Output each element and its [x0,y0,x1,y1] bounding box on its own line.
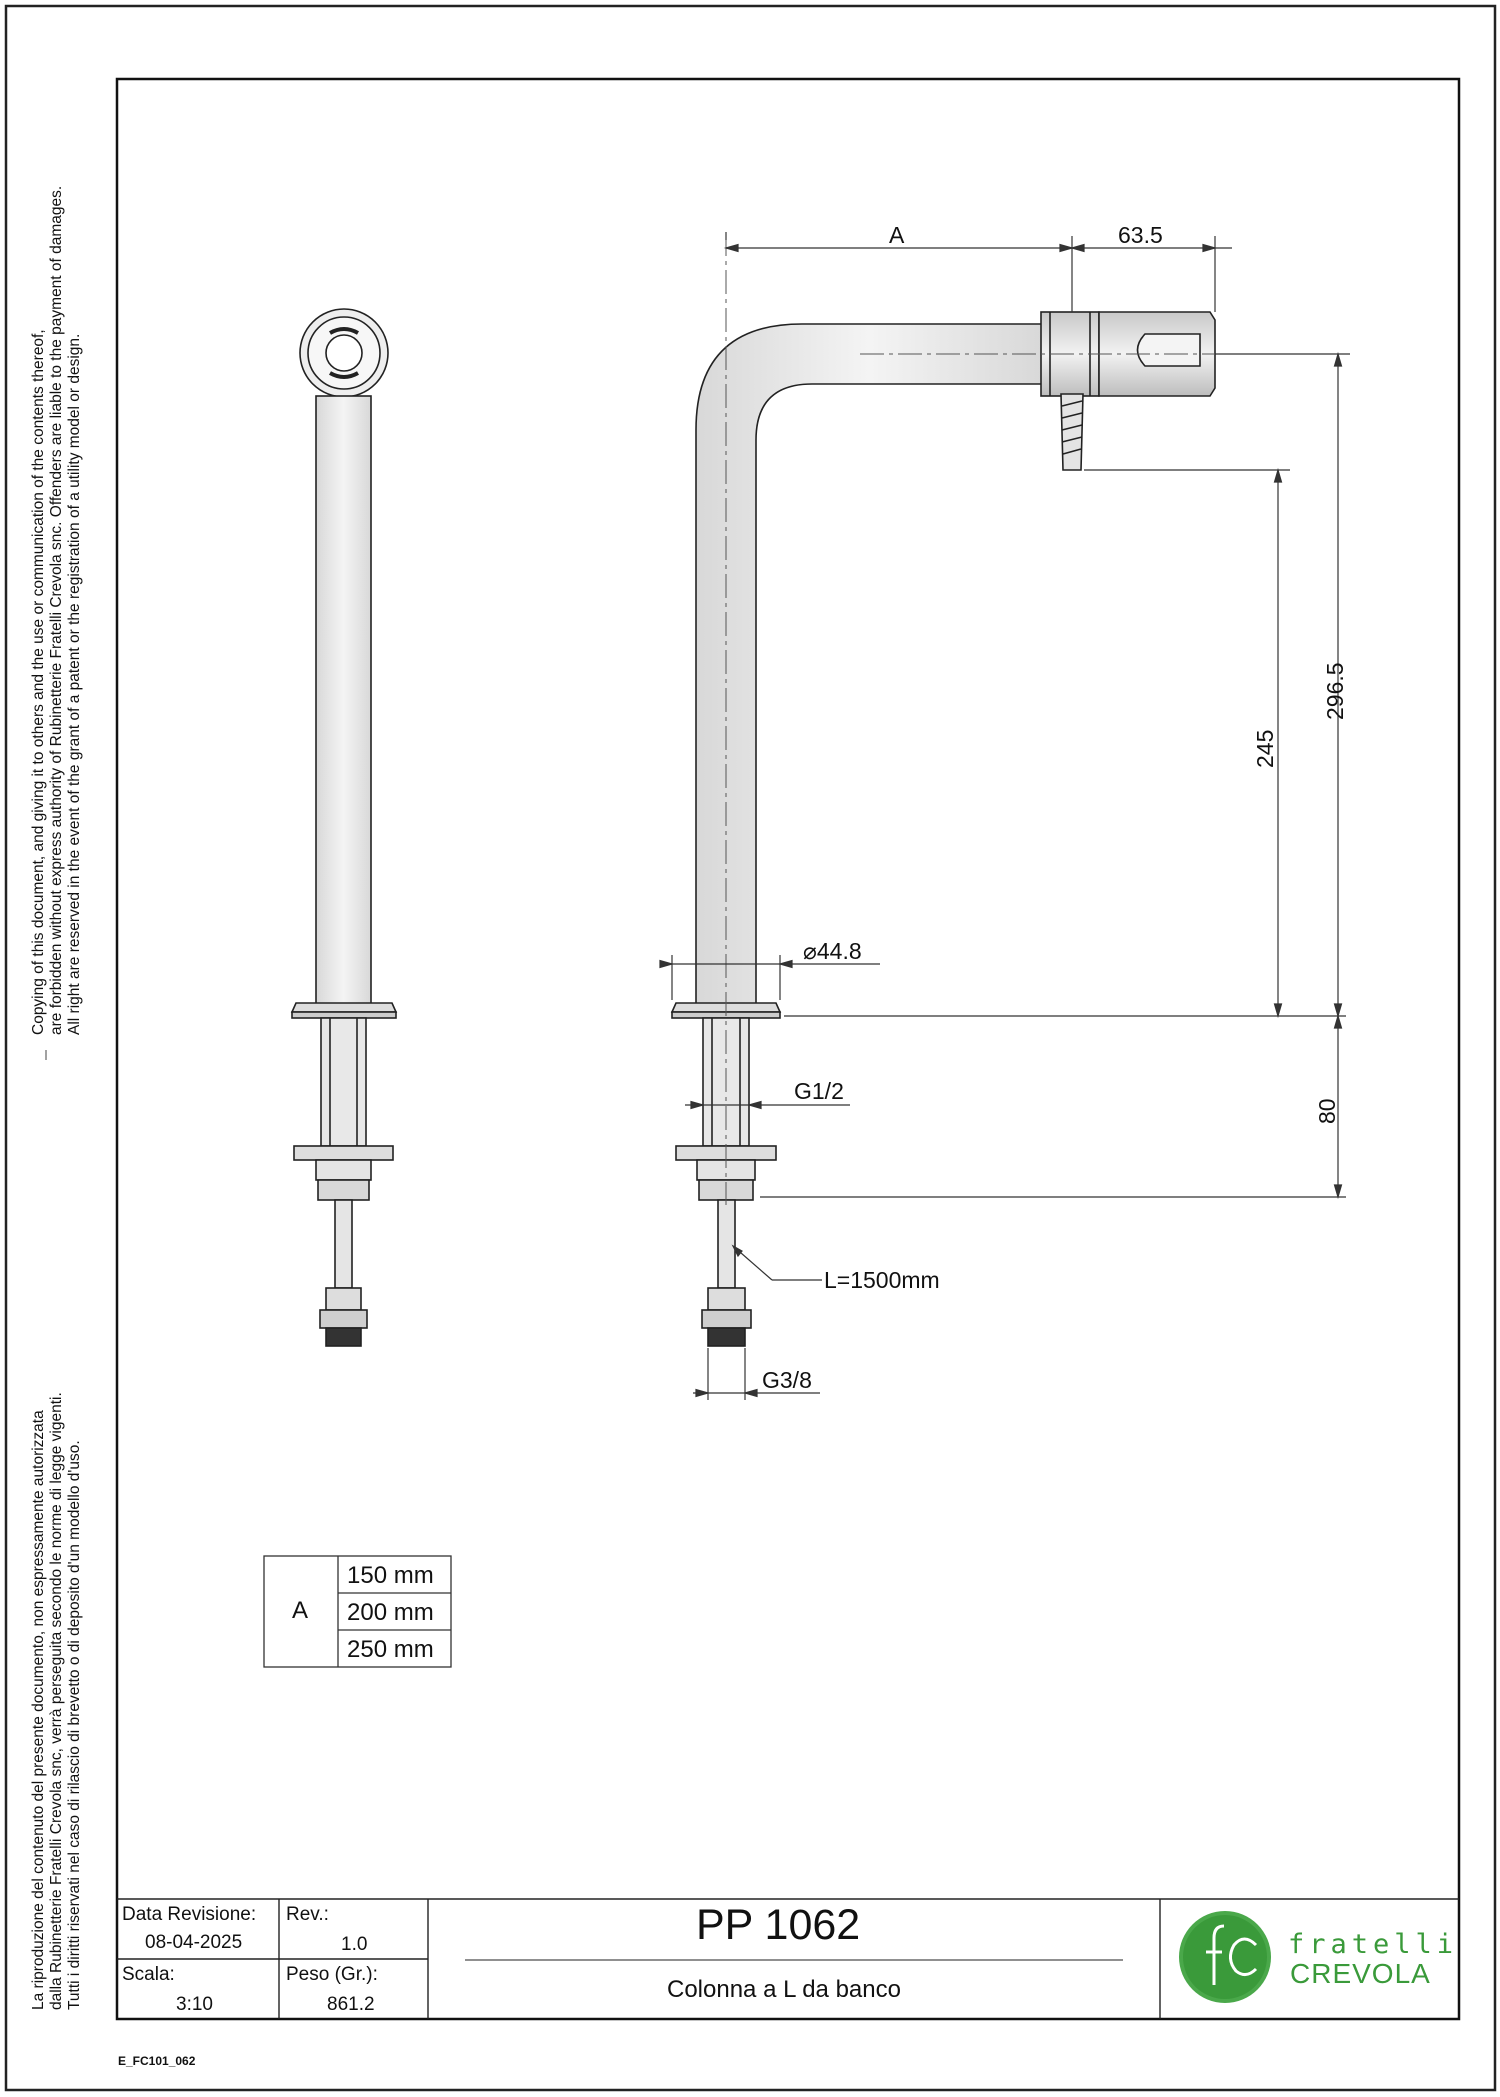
variants-table [263,1555,452,1668]
part-description: Colonna a L da banco [667,1976,901,2003]
revision-date: 08-04-2025 [145,1932,243,1953]
scale-label: Scala: [122,1964,175,1985]
part-code: PP 1062 [696,1901,861,1949]
logo-line-1: fratelli [1288,1929,1459,1960]
diameter-value: 44.8 [816,938,862,964]
weight-value: 861.2 [327,1994,375,2015]
dim-g12-label: G1/2 [794,1078,844,1104]
variant-250: 250 mm [347,1636,434,1663]
variants-label: A [292,1597,309,1624]
rev-value: 1.0 [341,1934,368,1955]
document-code: E_FC101_062 [118,2054,196,2068]
title-block [117,1898,1459,2019]
legal-notice-it: La riproduzione del contenuto del presen… [30,1392,84,2010]
dim-80-label: 80 [1314,1098,1340,1124]
legal-it-line-2: dalla Rubinetterie Fratelli Crevola snc,… [48,1392,65,2010]
weight-label: Peso (Gr.): [286,1964,378,1985]
variant-150: 150 mm [347,1562,434,1589]
legal-it-line-3: Tutti i diritti riservati nel caso di ri… [66,1440,83,2010]
front-view [670,311,1216,1347]
legal-notice-en: Copying of this document, and giving it … [30,186,84,1035]
diameter-icon: ⌀ [803,938,817,964]
variant-200: 200 mm [347,1599,434,1626]
dim-a-label: A [889,222,905,248]
legal-en-line-3: All right are reserved in the event of t… [66,333,83,1035]
logo-line-2: CREVOLA [1290,1958,1431,1989]
logo [1179,1911,1271,2003]
legal-en-line-2: are forbidden without express authority … [48,185,65,1035]
dim-245-label: 245 [1252,729,1278,768]
dimension-lines [659,232,1350,1400]
side-view [290,308,398,1347]
legal-en-line-1: Copying of this document, and giving it … [30,329,47,1035]
dim-g38-label: G3/8 [762,1367,812,1393]
dim-diameter-label: ⌀44.8 [803,938,862,965]
legal-it-line-1: La riproduzione del contenuto del presen… [30,1410,47,2010]
dim-length-label: L=1500mm [824,1267,940,1293]
rev-label: Rev.: [286,1904,329,1925]
dim-63-5-label: 63.5 [1118,222,1163,248]
revision-date-label: Data Revisione: [122,1904,257,1925]
dim-296-5-label: 296.5 [1322,662,1348,720]
scale-value: 3:10 [176,1994,213,2015]
centerlines [725,232,1350,1205]
